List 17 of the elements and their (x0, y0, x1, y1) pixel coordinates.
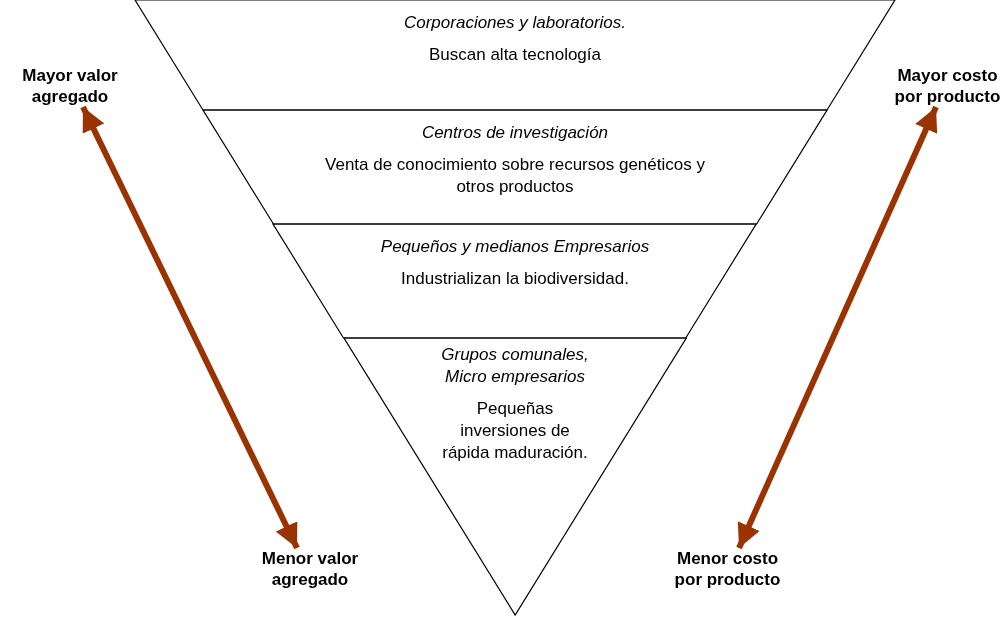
tier-description: Venta de conocimiento sobre recursos genéticos y otros productos (324, 154, 706, 198)
tier-heading: Corporaciones y laboratorios. (402, 12, 628, 34)
scale-label: Mayor costo por producto (890, 65, 1005, 107)
tier-heading: Grupos comunales, Micro empresarios (440, 344, 590, 388)
pyramid-band (135, 0, 895, 110)
tier-heading: Pequeños y medianos Empresarios (379, 236, 651, 258)
scale-label: Menor valor agregado (245, 548, 375, 590)
tier-description: Buscan alta tecnología (428, 44, 602, 66)
tier-description: Pequeñas inversiones de rápida maduración. (441, 398, 589, 464)
scale-label: Menor costo por producto (670, 548, 785, 590)
double-arrow (736, 105, 939, 550)
pyramid-band (273, 224, 757, 338)
tier-heading: Centros de investigación (420, 122, 610, 144)
double-arrow (80, 105, 300, 550)
tier-description: Industrializan la biodiversidad. (400, 268, 630, 290)
scale-label: Mayor valor agregado (5, 65, 135, 107)
pyramid-band (202, 110, 827, 224)
